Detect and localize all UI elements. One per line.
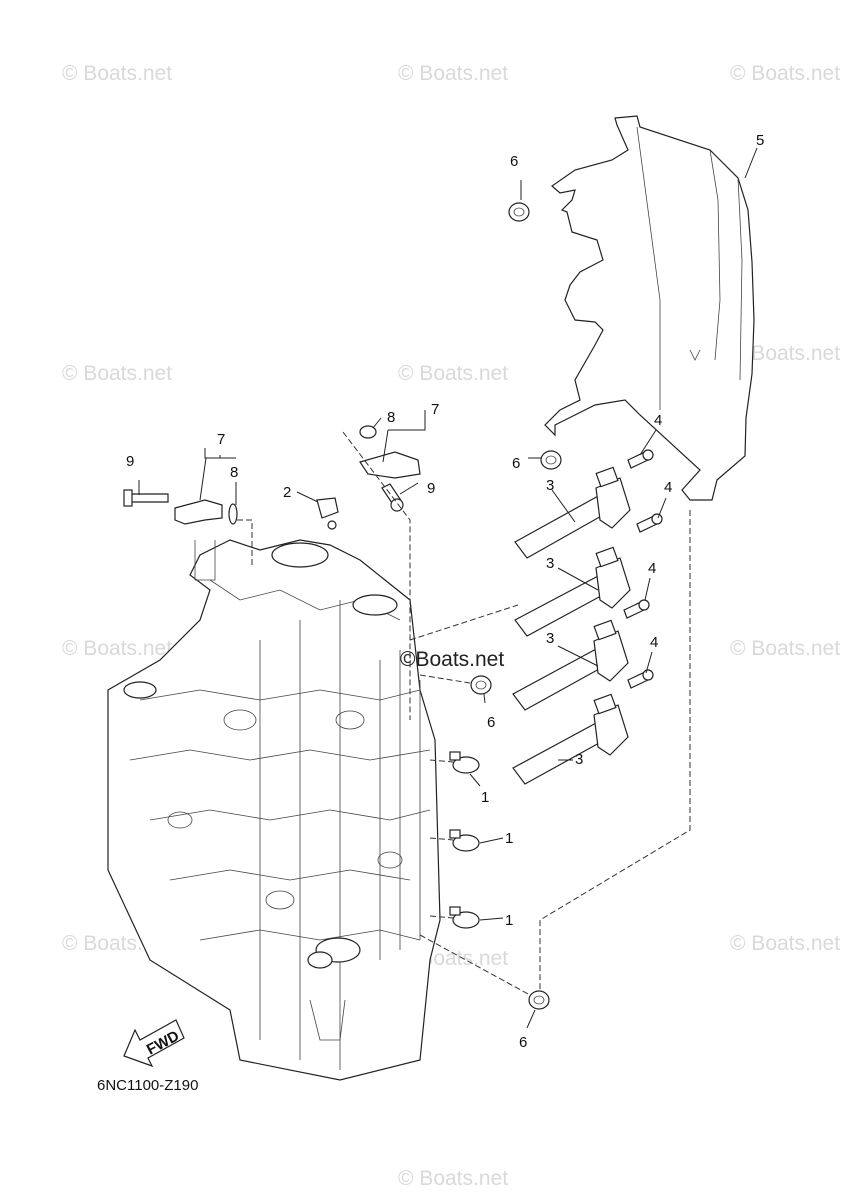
callout-8: 8 — [230, 464, 238, 481]
engine-block — [107, 539, 441, 1081]
watermark: © Boats.net — [730, 637, 840, 660]
fwd-arrow-icon: FWD — [123, 1019, 185, 1068]
watermark: © Boats.net — [730, 342, 840, 365]
callout-numbers: 1 1 1 2 3 3 3 3 4 4 4 4 5 6 6 6 6 7 7 8 … — [126, 132, 764, 1051]
callout-1: 1 — [505, 912, 513, 929]
ignition-coil — [512, 693, 629, 785]
callout-4: 4 — [654, 412, 662, 429]
watermark: © Boats.net — [62, 62, 172, 85]
watermark: © Boats.net — [62, 362, 172, 385]
callout-2: 2 — [283, 484, 291, 501]
ignition-coil — [514, 546, 631, 637]
callout-1: 1 — [505, 830, 513, 847]
callout-1: 1 — [481, 789, 489, 806]
grommet-parts — [470, 202, 562, 1010]
callout-6: 6 — [487, 714, 495, 731]
sensors — [123, 425, 421, 530]
callout-7: 7 — [217, 431, 225, 448]
callout-9: 9 — [126, 453, 134, 470]
watermark: © Boats.net — [398, 1167, 508, 1190]
callout-4: 4 — [648, 560, 656, 577]
center-watermark: ©Boats.net — [400, 648, 504, 671]
assembly-lines — [237, 431, 691, 996]
callout-4: 4 — [650, 634, 658, 651]
callout-8: 8 — [387, 409, 395, 426]
callout-3: 3 — [546, 555, 554, 572]
callout-6: 6 — [519, 1034, 527, 1051]
callout-6: 6 — [512, 455, 520, 472]
watermark: © Boats.net — [62, 637, 172, 660]
watermark: © Boats.net — [730, 932, 840, 955]
watermark: © Boats.net — [398, 362, 508, 385]
callout-3: 3 — [546, 630, 554, 647]
callout-3: 3 — [546, 477, 554, 494]
diagram-code: 6NC1100-Z190 — [97, 1077, 198, 1094]
callout-5: 5 — [756, 132, 764, 149]
leader-lines — [138, 147, 758, 1029]
ignition-coil — [512, 619, 629, 711]
watermark: © Boats.net — [730, 62, 840, 85]
callout-4: 4 — [664, 479, 672, 496]
coil-bolts — [623, 449, 663, 689]
ignition-coils — [512, 466, 631, 785]
watermark-layer: © Boats.net © Boats.net © Boats.net © Bo… — [62, 62, 840, 1190]
ignition-coil-cover — [544, 115, 755, 501]
ignition-coil — [514, 466, 631, 559]
callout-6: 6 — [510, 153, 518, 170]
callout-7: 7 — [431, 401, 439, 418]
callout-9: 9 — [427, 480, 435, 497]
watermark: © Boats.net — [398, 62, 508, 85]
callout-3: 3 — [575, 751, 583, 768]
hose-clamps — [449, 751, 480, 929]
